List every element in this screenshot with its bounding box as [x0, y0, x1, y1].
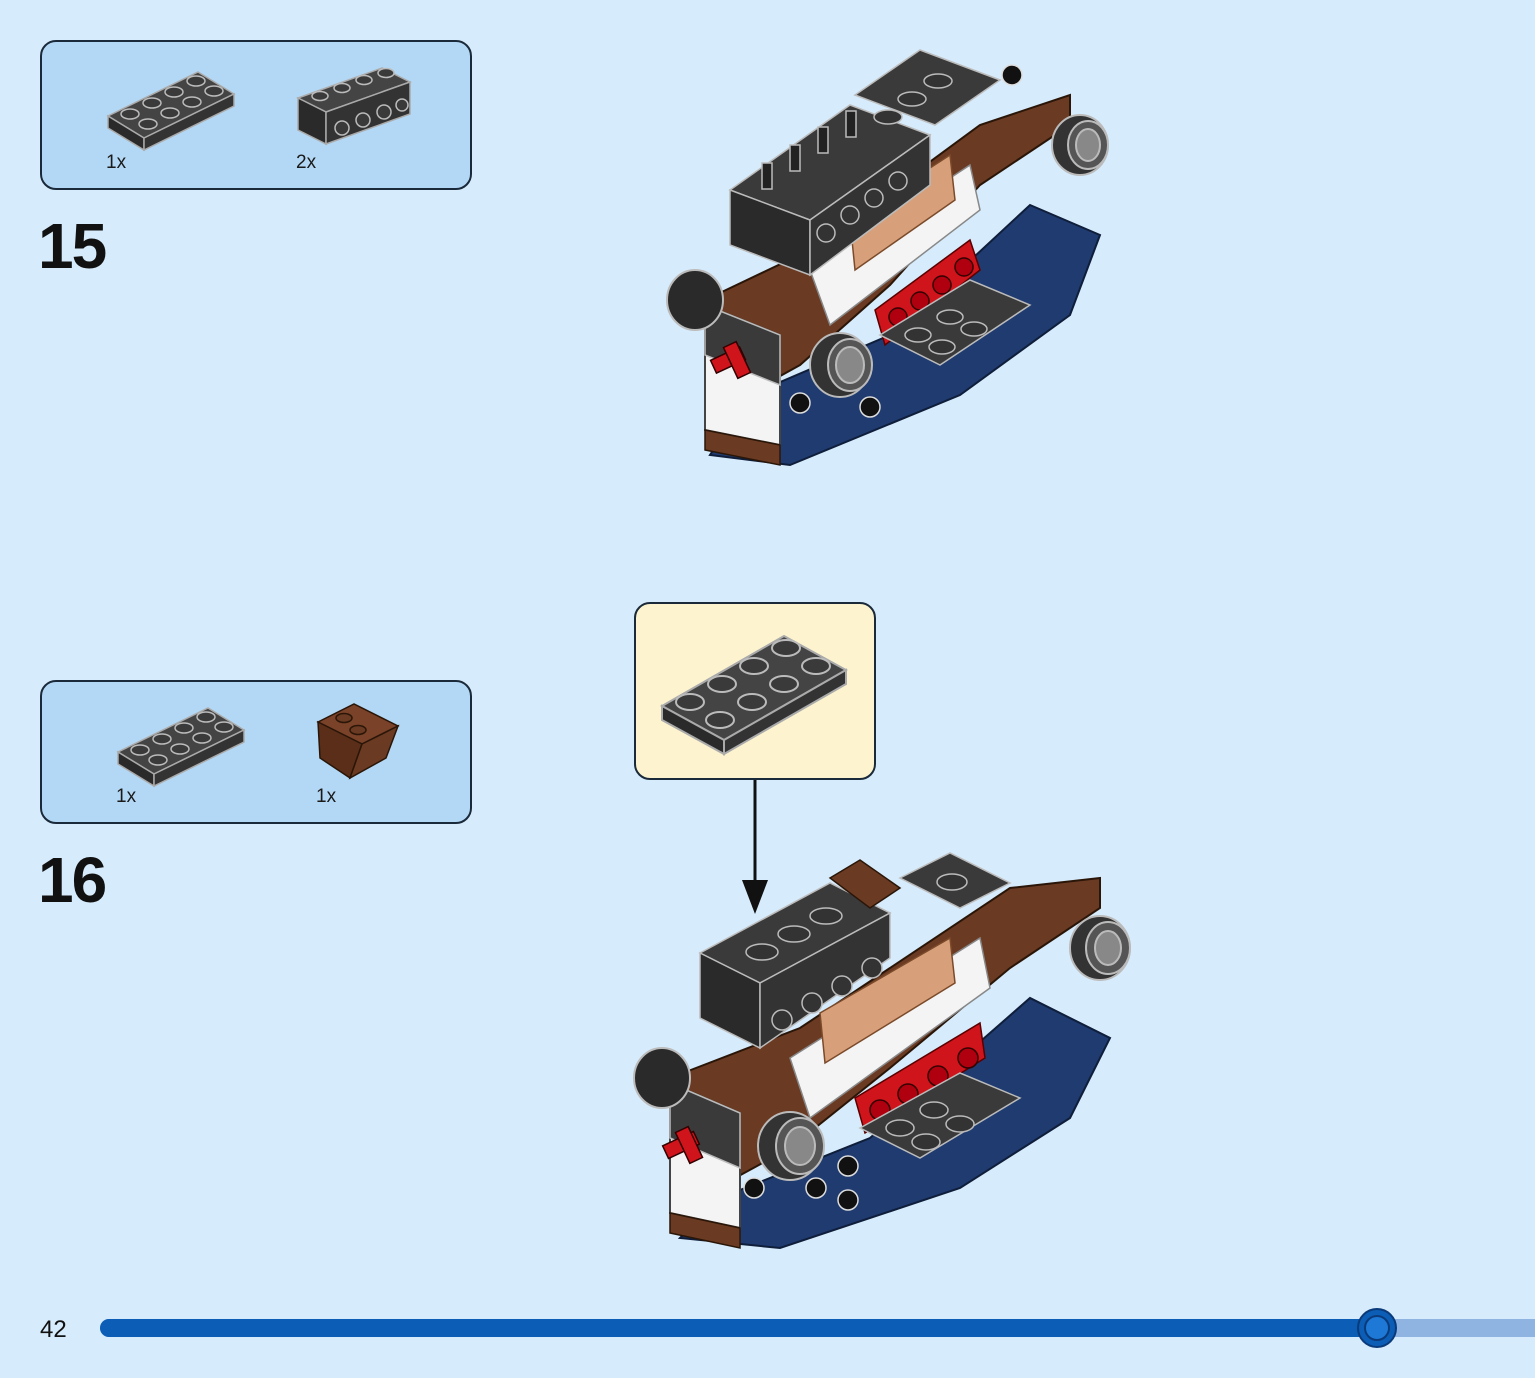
assembled-model-step-15	[666, 49, 1109, 467]
part-quantity: 1x	[116, 786, 137, 807]
round-brick-shape	[666, 114, 1109, 398]
progress-bar	[100, 1319, 1535, 1337]
brown-slope-shape	[828, 859, 902, 909]
round-brick-shape	[633, 915, 1131, 1181]
red-axle-shape	[661, 1125, 704, 1165]
step-number: 16	[38, 844, 107, 916]
progress-marker-icon	[1357, 1308, 1398, 1348]
progress-bar-fill	[100, 1319, 1378, 1337]
sub-assembly-callout	[634, 602, 876, 780]
tan-tiles-shape	[819, 936, 956, 1065]
step-number: 15	[38, 210, 107, 282]
parts-box-step-16: 1x 1x	[40, 680, 472, 824]
red-axle-shape	[709, 340, 752, 380]
part-quantity: 1x	[106, 152, 127, 173]
black-plate-2x4-icon	[659, 634, 849, 756]
black-brick-side-studs-icon	[296, 67, 412, 146]
page-number: 42	[40, 1316, 67, 1343]
part-quantity: 2x	[296, 152, 317, 173]
black-rear-brick-shape	[853, 49, 1002, 126]
assembled-model-step-16	[633, 852, 1131, 1250]
placement-arrow-icon	[742, 780, 768, 914]
part-quantity: 1x	[316, 786, 337, 807]
brown-inverted-slope-icon	[316, 703, 400, 780]
parts-box-step-15: 1x 2x	[40, 40, 472, 190]
black-plate-2x4-icon	[106, 71, 236, 152]
black-plate-2x4-icon	[116, 707, 246, 788]
